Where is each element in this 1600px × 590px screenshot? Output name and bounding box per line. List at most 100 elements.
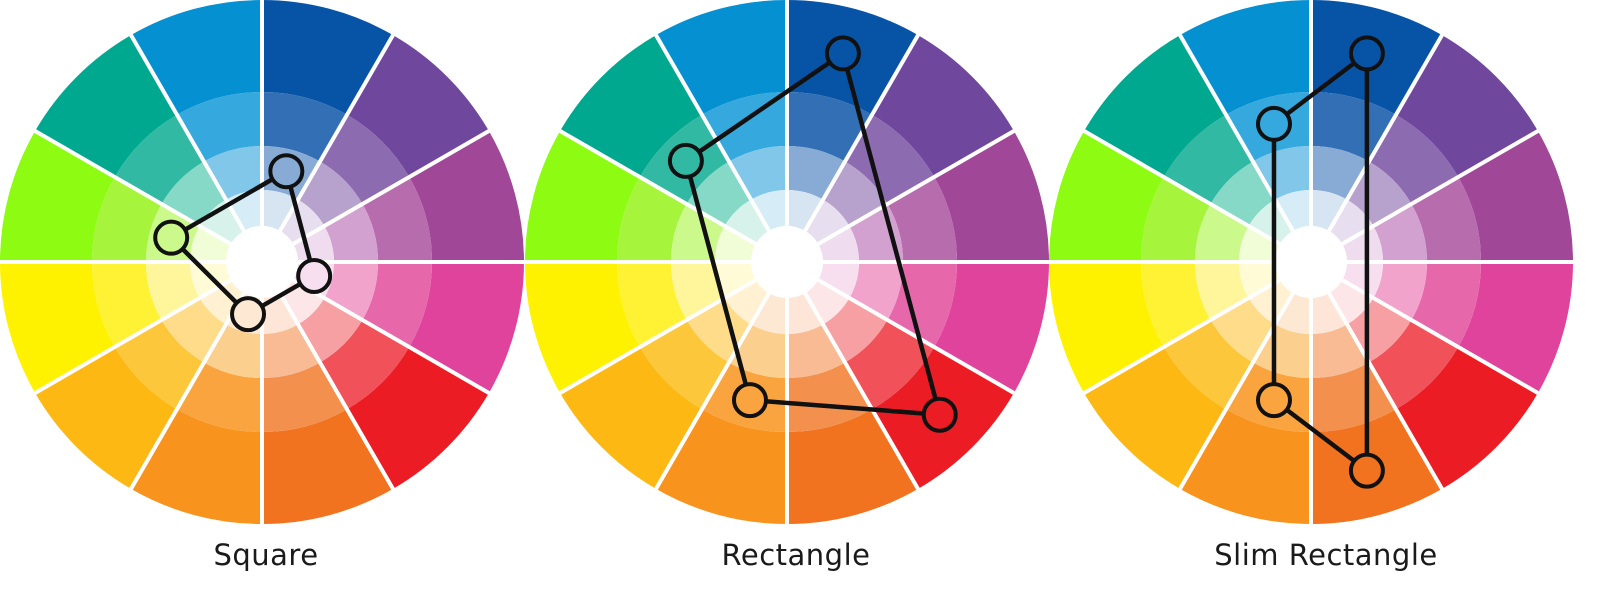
wheel-segment-8-ring-2: [1210, 298, 1275, 363]
wheel-separator: [32, 278, 232, 396]
wheel-segment-1-ring-1: [1311, 190, 1347, 231]
wheel-segment-2-ring-4: [872, 35, 1014, 177]
wheel-segment-2-ring-2: [1347, 161, 1412, 226]
wheel-segment-0-ring-1: [751, 190, 787, 231]
wheel-separator: [292, 278, 492, 396]
wheel-segment-11-ring-4: [560, 35, 702, 177]
wheel-segment-3-ring-1: [293, 226, 334, 262]
wheel-segment-11-ring-1: [199, 199, 244, 244]
wheel-separator: [1081, 128, 1281, 246]
wheel-segment-4-ring-4: [934, 262, 1049, 393]
wheel-segment-2-ring-4: [347, 35, 489, 177]
wheel-segment-6-ring-1: [787, 293, 823, 334]
color-marker: [824, 35, 861, 72]
wheel-segment-6-ring-3: [1311, 362, 1396, 433]
wheel-segment-10-ring-1: [1239, 226, 1280, 262]
wheel-segment-5-ring-1: [1329, 280, 1374, 325]
wheel-segment-11-ring-3: [114, 114, 204, 204]
wheel-segment-3-ring-4: [1458, 131, 1573, 262]
wheel-segment-0-ring-4: [656, 0, 787, 115]
wheel-segment-9-ring-3: [1141, 262, 1211, 347]
wheel-center: [1275, 226, 1347, 298]
wheel-segment-10-ring-4: [1049, 131, 1164, 262]
wheel-segment-5-ring-2: [1347, 298, 1412, 363]
wheel-segment-7-ring-3: [177, 362, 262, 432]
color-marker: [1255, 105, 1292, 142]
wheel-separator: [653, 292, 771, 492]
wheel-segment-9-ring-3: [617, 262, 687, 347]
color-marker: [1255, 382, 1292, 419]
wheel-segment-0-ring-1: [1275, 190, 1311, 231]
wheel-segment-4-ring-3: [362, 262, 432, 347]
color-marker: [1348, 452, 1385, 489]
wheel-segment-3-ring-3: [887, 177, 957, 262]
color-marker: [667, 142, 704, 179]
wheel-segment-1-ring-3: [787, 92, 872, 162]
wheel-segment-2-ring-2: [823, 161, 888, 226]
wheel-segment-2-ring-3: [320, 114, 410, 204]
wheel-segment-11-ring-4: [1084, 35, 1226, 177]
wheel-segment-3-ring-1: [818, 226, 859, 262]
wheel-segment-9-ring-4: [0, 262, 115, 393]
wheel-segment-6-ring-4: [787, 409, 918, 524]
wheel-segment-9-ring-3: [92, 262, 162, 347]
wheel-segment-5-ring-2: [823, 298, 888, 363]
wheel-segment-1-ring-1: [262, 190, 298, 231]
wheel-segment-3-ring-1: [1342, 226, 1383, 262]
wheel-separator: [278, 292, 396, 492]
wheel-separator: [128, 32, 246, 232]
wheel-segment-1-ring-1: [787, 190, 823, 231]
wheel-segment-5-ring-3: [320, 320, 410, 410]
color-marker: [268, 153, 305, 190]
wheel-segment-6-ring-3: [787, 362, 872, 433]
wheel-separator: [557, 128, 757, 246]
wheel-segment-8-ring-4: [1084, 347, 1226, 489]
color-wheel-rectangle: [523, 0, 1051, 526]
wheel-segment-1-ring-4: [262, 0, 393, 115]
color-marker: [1348, 35, 1385, 72]
wheel-segment-4-ring-1: [1342, 262, 1383, 298]
wheel-separator: [278, 32, 396, 232]
wheel-segment-10-ring-1: [190, 226, 231, 262]
wheel-segment-8-ring-4: [35, 347, 177, 489]
wheel-segment-5-ring-4: [347, 347, 489, 489]
wheel-segment-11-ring-4: [35, 35, 177, 177]
wheel-segment-4-ring-1: [818, 262, 859, 298]
color-marker: [921, 396, 958, 433]
wheel-segment-10-ring-3: [92, 177, 162, 262]
color-marker: [296, 257, 333, 294]
wheel-segment-10-ring-3: [617, 177, 687, 262]
caption-square: Square: [213, 538, 319, 572]
wheel-segment-9-ring-1: [715, 262, 756, 298]
wheel-separator: [817, 128, 1017, 246]
color-marker: [731, 382, 768, 419]
wheel-segment-6-ring-1: [1311, 293, 1347, 334]
wheel-segment-4-ring-3: [1411, 262, 1481, 347]
wheel-center: [226, 226, 298, 298]
wheel-separator: [1341, 278, 1541, 396]
wheel-segment-11-ring-1: [1248, 199, 1293, 244]
wheel-segment-7-ring-4: [131, 409, 262, 524]
caption-slim-rectangle: Slim Rectangle: [1214, 538, 1438, 572]
wheel-segment-9-ring-1: [190, 262, 231, 298]
wheel-segment-5-ring-2: [298, 298, 363, 363]
wheel-segment-11-ring-3: [1163, 114, 1253, 204]
wheel-segment-8-ring-1: [1248, 280, 1293, 325]
wheel-segment-2-ring-2: [298, 161, 363, 226]
wheel-separator: [653, 32, 771, 232]
wheel-segment-7-ring-4: [656, 409, 787, 524]
wheel-segment-6-ring-4: [262, 409, 393, 524]
wheel-segment-3-ring-3: [1411, 177, 1481, 262]
wheel-segment-2-ring-3: [1369, 114, 1459, 204]
color-marker: [230, 296, 267, 333]
wheel-segment-10-ring-3: [1141, 177, 1211, 262]
wheel-segment-9-ring-4: [525, 262, 640, 393]
wheel-segment-7-ring-1: [1275, 293, 1311, 334]
wheel-segment-2-ring-1: [1329, 199, 1374, 244]
wheel-segment-4-ring-4: [1458, 262, 1573, 393]
wheel-segment-8-ring-1: [199, 280, 244, 325]
wheel-segment-1-ring-3: [262, 92, 347, 162]
wheel-segment-0-ring-3: [702, 92, 787, 162]
wheel-segment-5-ring-3: [1369, 320, 1459, 410]
